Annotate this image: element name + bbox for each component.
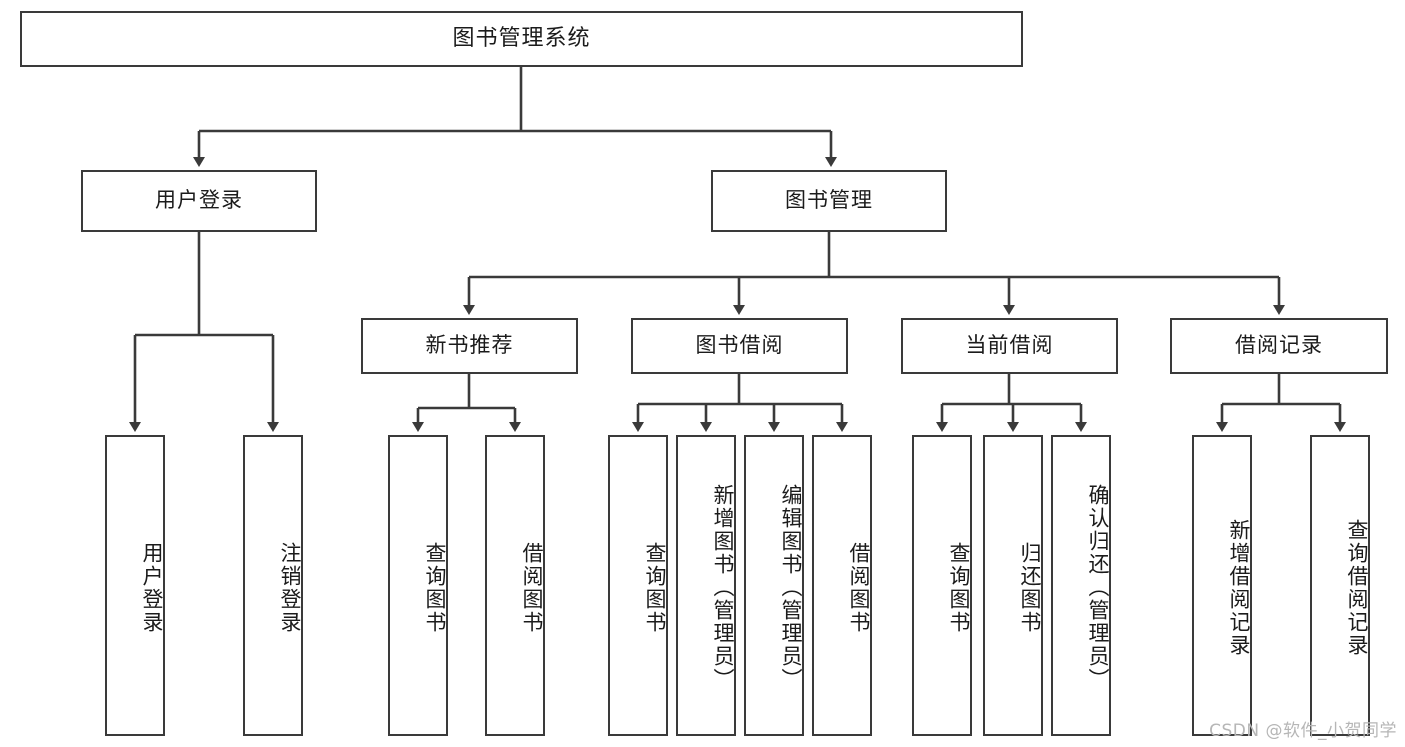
node-borrow-record[interactable]: 借阅记录 bbox=[1170, 318, 1388, 374]
node-leaf-query-borrow-record[interactable]: 查询借阅记录 bbox=[1310, 435, 1370, 736]
node-leaf-add-borrow-record[interactable]: 新增借阅记录 bbox=[1192, 435, 1252, 736]
node-label: 归还图书 bbox=[1018, 541, 1042, 634]
node-label: 图书借阅 bbox=[695, 333, 784, 358]
node-label: 确认归还（管理员） bbox=[1086, 484, 1110, 691]
node-label: 图书管理 bbox=[785, 188, 873, 213]
csdn-watermark: CSDN @软件_小贺同学 bbox=[1209, 721, 1397, 741]
node-new-book-recommend[interactable]: 新书推荐 bbox=[361, 318, 578, 374]
node-label: 注销登录 bbox=[278, 541, 302, 634]
node-leaf-logout[interactable]: 注销登录 bbox=[243, 435, 303, 736]
node-leaf-query-book-recommend[interactable]: 查询图书 bbox=[388, 435, 448, 736]
node-book-borrow[interactable]: 图书借阅 bbox=[631, 318, 848, 374]
node-label: 用户登录 bbox=[155, 188, 243, 213]
node-label: 当前借阅 bbox=[965, 333, 1054, 358]
node-label: 编辑图书（管理员） bbox=[779, 484, 803, 691]
node-label: 图书管理系统 bbox=[452, 25, 591, 51]
node-label: 新书推荐 bbox=[425, 333, 514, 358]
node-label: 查询图书 bbox=[643, 541, 667, 634]
node-leaf-return-book[interactable]: 归还图书 bbox=[983, 435, 1043, 736]
node-root-library-management-system[interactable]: 图书管理系统 bbox=[20, 11, 1023, 67]
node-leaf-confirm-return[interactable]: 确认归还（管理员） bbox=[1051, 435, 1111, 736]
node-label: 查询图书 bbox=[423, 541, 447, 634]
node-leaf-add-book[interactable]: 新增图书（管理员） bbox=[676, 435, 736, 736]
node-current-borrow[interactable]: 当前借阅 bbox=[901, 318, 1118, 374]
node-leaf-borrow-book-recommend[interactable]: 借阅图书 bbox=[485, 435, 545, 736]
node-label: 查询图书 bbox=[947, 541, 971, 634]
node-leaf-query-book-current[interactable]: 查询图书 bbox=[912, 435, 972, 736]
node-label: 新增借阅记录 bbox=[1227, 518, 1251, 657]
node-label: 用户登录 bbox=[140, 541, 164, 634]
node-label: 新增图书（管理员） bbox=[711, 484, 735, 691]
node-leaf-edit-book[interactable]: 编辑图书（管理员） bbox=[744, 435, 804, 736]
node-leaf-user-login[interactable]: 用户登录 bbox=[105, 435, 165, 736]
node-leaf-query-book-borrow[interactable]: 查询图书 bbox=[608, 435, 668, 736]
node-label: 借阅图书 bbox=[847, 541, 871, 634]
node-book-manage[interactable]: 图书管理 bbox=[711, 170, 947, 232]
node-user-login[interactable]: 用户登录 bbox=[81, 170, 317, 232]
node-label: 查询借阅记录 bbox=[1345, 518, 1369, 657]
node-label: 借阅记录 bbox=[1235, 333, 1323, 358]
node-leaf-borrow-book[interactable]: 借阅图书 bbox=[812, 435, 872, 736]
node-label: 借阅图书 bbox=[520, 541, 544, 634]
